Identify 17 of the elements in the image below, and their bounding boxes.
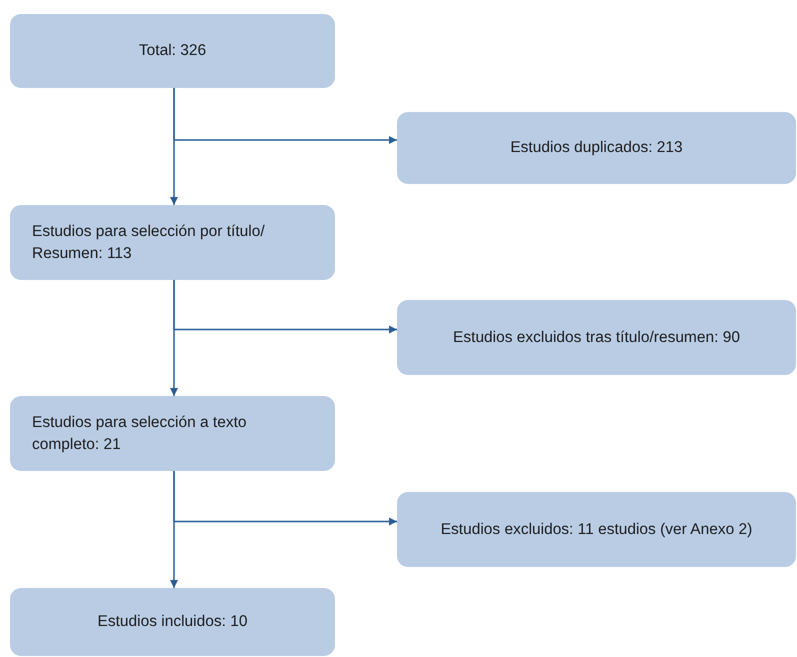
box-label: Estudios excluidos tras título/resumen: 90 (453, 328, 740, 348)
arrow (170, 471, 178, 588)
process-box (10, 205, 335, 280)
box-label: Estudios excluidos: 11 estudios (ver Anexo 2) (440, 520, 752, 540)
arrow (170, 280, 178, 396)
process-box (397, 300, 796, 375)
box-label: Estudios para selección a texto completo: 21 (32, 412, 248, 454)
box-label: Estudios incluidos: 10 (98, 612, 248, 632)
box-label: Total: 326 (138, 41, 206, 61)
process-box (397, 492, 796, 567)
process-box (10, 14, 335, 88)
box-label: Estudios para selección por título/ Resumen: 113 (32, 222, 266, 264)
box-label: Estudios duplicados: 213 (510, 138, 683, 158)
process-box (10, 588, 335, 656)
process-box (10, 396, 335, 471)
arrow (170, 88, 178, 205)
process-box (397, 112, 796, 184)
